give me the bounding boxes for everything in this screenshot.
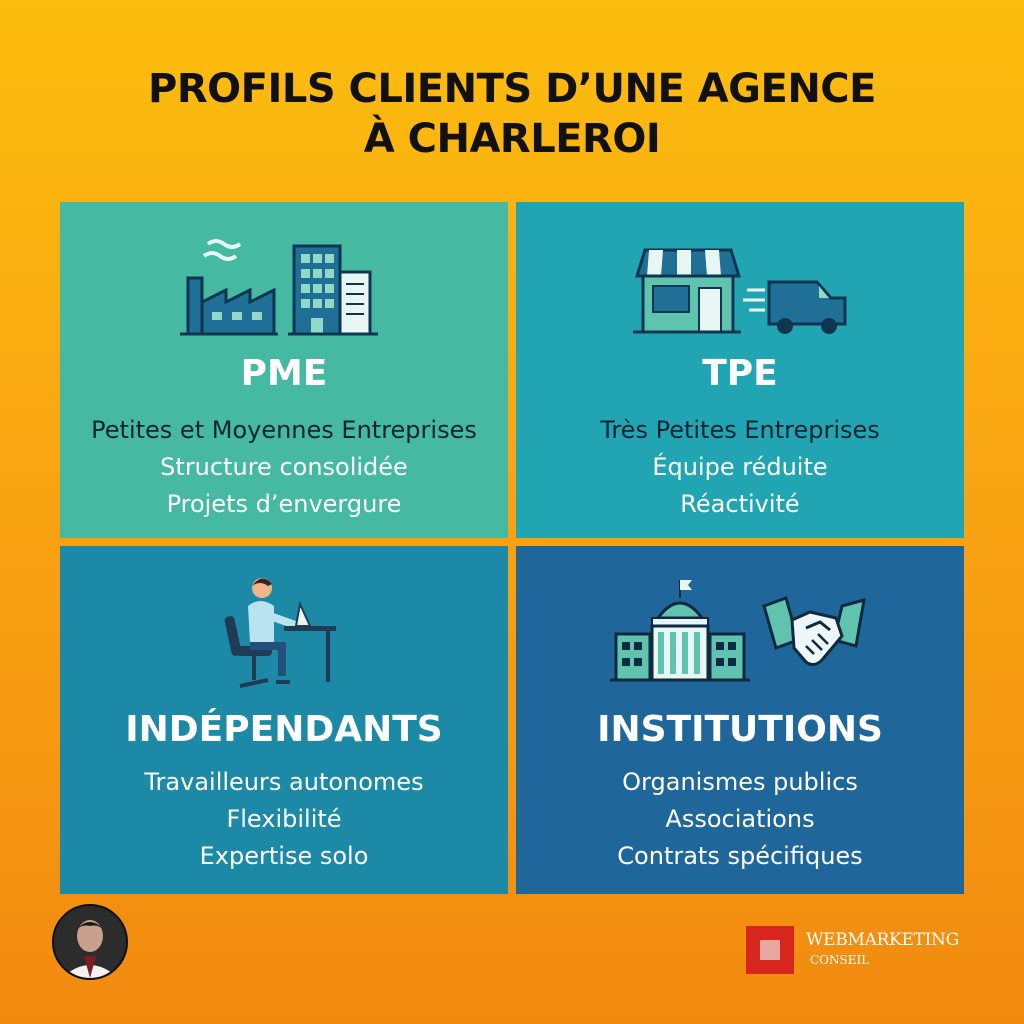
brand-logo-icon <box>746 926 794 974</box>
author-avatar <box>52 904 128 980</box>
institutions-line-2: Associations <box>665 805 815 833</box>
tpe-heading: TPE <box>702 353 778 394</box>
independants-description: Travailleurs autonomes Flexibilité Exper… <box>60 764 508 875</box>
factory-icon <box>180 239 278 336</box>
brand-name: WEBMARKETING <box>806 930 959 950</box>
office-building-icon <box>288 244 378 336</box>
handshake-icon <box>762 596 866 667</box>
tpe-line-1: Très Petites Entreprises <box>600 416 880 444</box>
pme-description: Petites et Moyennes Entreprises Structur… <box>60 412 508 523</box>
government-building-icon <box>610 580 750 682</box>
independants-line-1: Travailleurs autonomes <box>144 768 424 796</box>
card-pme: PME Petites et Moyennes Entreprises Stru… <box>60 202 508 538</box>
pme-illustration <box>60 232 508 352</box>
shop-icon <box>633 248 742 334</box>
pme-line-1: Petites et Moyennes Entreprises <box>91 416 477 444</box>
page-title-line-1: PROFILS CLIENTS D’UNE AGENCE <box>148 66 876 112</box>
page-title-line-2: À CHARLEROI <box>363 116 661 162</box>
tpe-line-2: Équipe réduite <box>652 453 828 481</box>
delivery-van-icon <box>743 280 847 334</box>
institutions-illustration <box>516 576 964 696</box>
card-institutions: INSTITUTIONS Organismes publics Associat… <box>516 546 964 894</box>
pme-heading: PME <box>240 353 328 394</box>
pme-line-2: Structure consolidée <box>160 453 408 481</box>
tpe-description: Très Petites Entreprises Équipe réduite … <box>516 412 964 523</box>
tpe-illustration <box>516 232 964 352</box>
brand-subtitle: CONSEIL <box>810 953 870 967</box>
institutions-line-1: Organismes publics <box>622 768 858 796</box>
institutions-heading: INSTITUTIONS <box>597 709 883 750</box>
independants-illustration <box>60 576 508 696</box>
institutions-line-3: Contrats spécifiques <box>617 842 863 870</box>
page-title: PROFILS CLIENTS D’UNE AGENCE À CHARLEROI <box>0 64 1024 164</box>
person-at-laptop-icon <box>224 578 336 688</box>
card-tpe: TPE Très Petites Entreprises Équipe rédu… <box>516 202 964 538</box>
pme-line-3: Projets d’envergure <box>166 490 402 518</box>
card-independants: INDÉPENDANTS Travailleurs autonomes Flex… <box>60 546 508 894</box>
tpe-line-3: Réactivité <box>680 490 800 518</box>
independants-line-2: Flexibilité <box>226 805 342 833</box>
independants-line-3: Expertise solo <box>199 842 369 870</box>
independants-heading: INDÉPENDANTS <box>125 709 443 750</box>
institutions-description: Organismes publics Associations Contrats… <box>516 764 964 875</box>
